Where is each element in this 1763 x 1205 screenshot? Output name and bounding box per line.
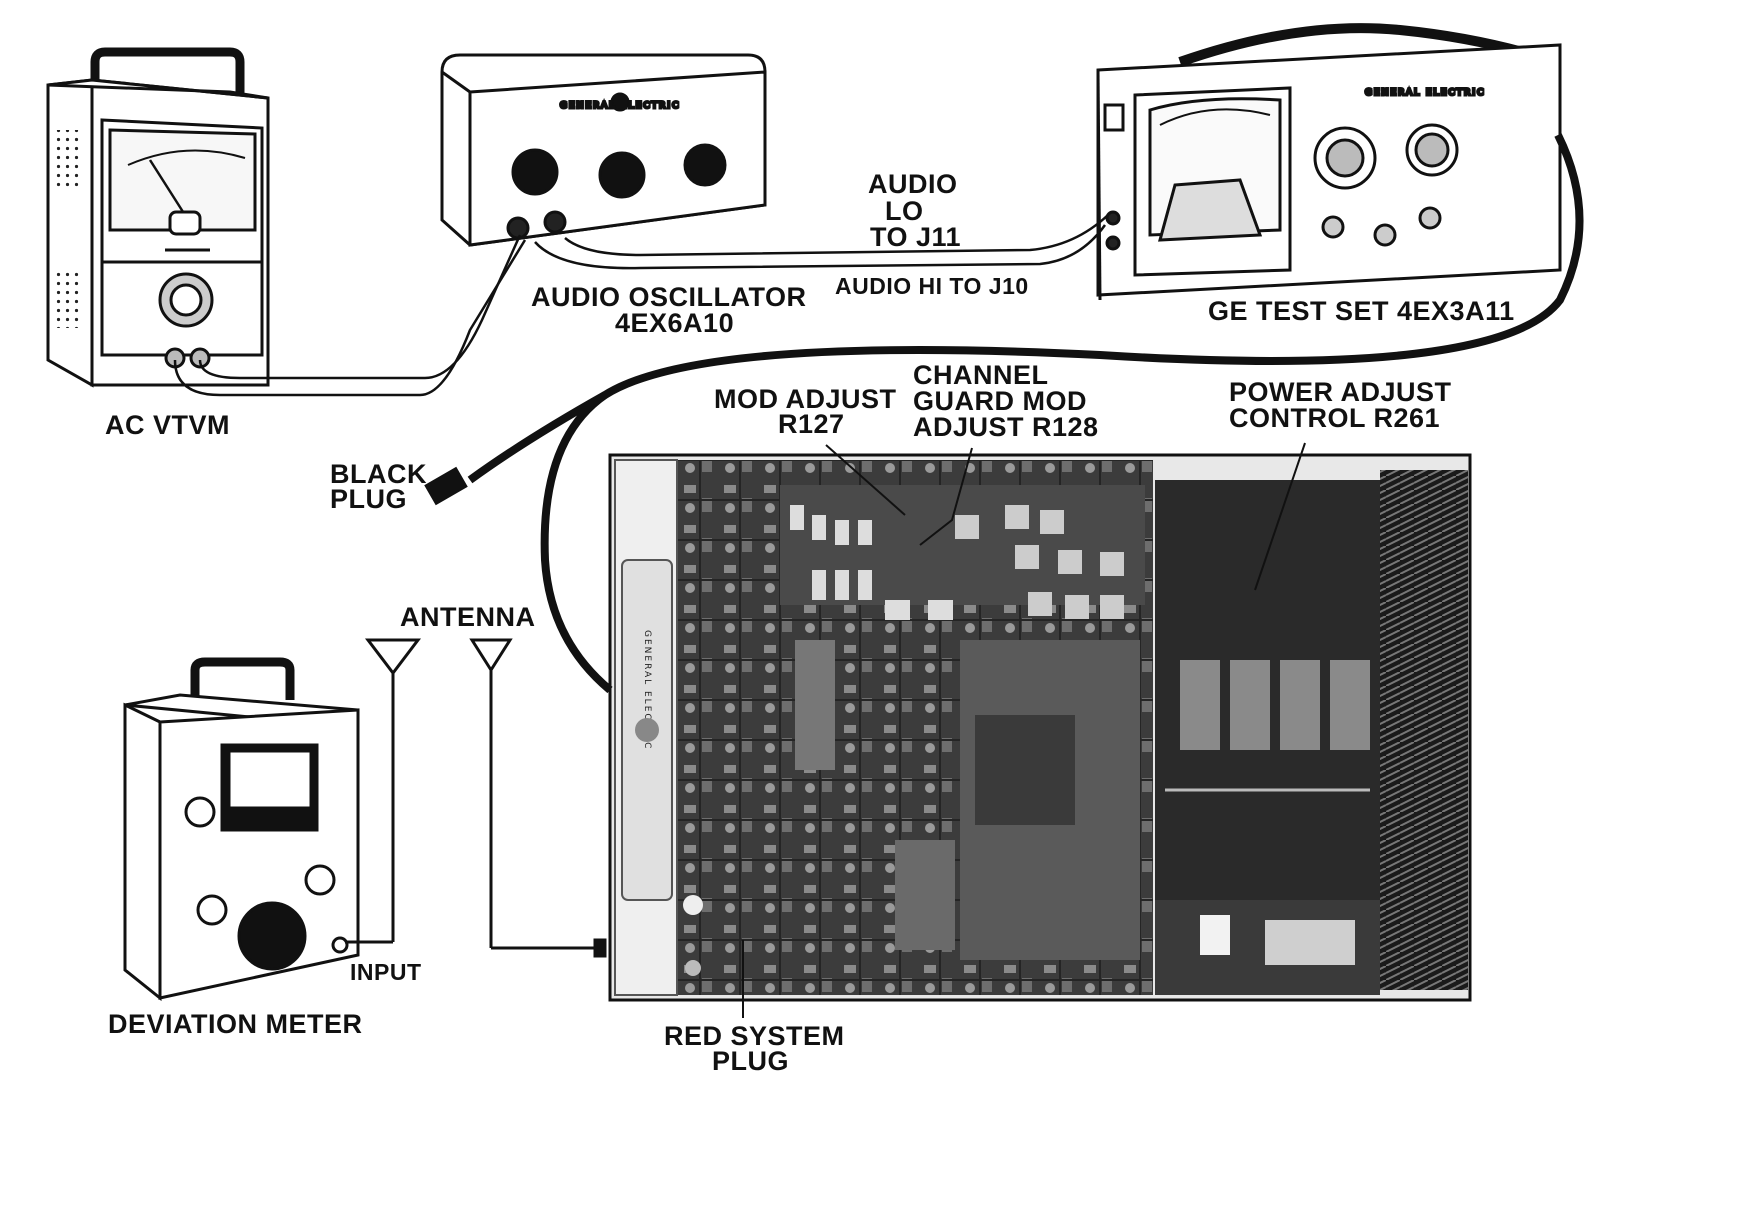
label-audio-lo-line1: AUDIO <box>868 169 958 199</box>
label-red-plug-line2: PLUG <box>712 1046 789 1076</box>
label-power-adjust-line2: CONTROL R261 <box>1229 403 1440 433</box>
label-audio-lo-line3: TO J11 <box>870 222 961 252</box>
label-mod-adjust-line2: R127 <box>778 409 845 439</box>
black-plug-symbol <box>425 467 467 504</box>
label-ac-vtvm: AC VTVM <box>105 410 230 440</box>
test-set-brand-text: GENERAL ELECTRIC <box>1365 88 1485 98</box>
label-input: INPUT <box>350 959 422 985</box>
label-antenna: ANTENNA <box>400 602 536 632</box>
antenna-connector <box>595 940 605 956</box>
label-deviation-meter: DEVIATION METER <box>108 1009 363 1039</box>
antenna-symbol-meter <box>368 640 418 673</box>
ge-test-set-instrument: GENERAL ELECTRIC <box>1098 28 1560 300</box>
antennas <box>345 640 605 956</box>
deviation-meter-instrument <box>125 662 358 998</box>
label-audio-oscillator-line2: 4EX6A10 <box>615 308 734 338</box>
label-channel-guard-line3: ADJUST R128 <box>913 412 1099 442</box>
ac-vtvm-instrument <box>48 52 268 385</box>
audio-oscillator-instrument: GENERAL ELECTRIC <box>442 55 765 245</box>
label-black-plug-line2: PLUG <box>330 484 407 514</box>
label-test-set: GE TEST SET 4EX3A11 <box>1208 296 1515 326</box>
antenna-symbol-radio <box>472 640 510 670</box>
label-audio-hi: AUDIO HI TO J10 <box>835 273 1029 299</box>
oscillator-brand-text: GENERAL ELECTRIC <box>560 101 680 111</box>
radio-chassis-photo: GENERAL ELECTRIC <box>610 455 1470 1000</box>
